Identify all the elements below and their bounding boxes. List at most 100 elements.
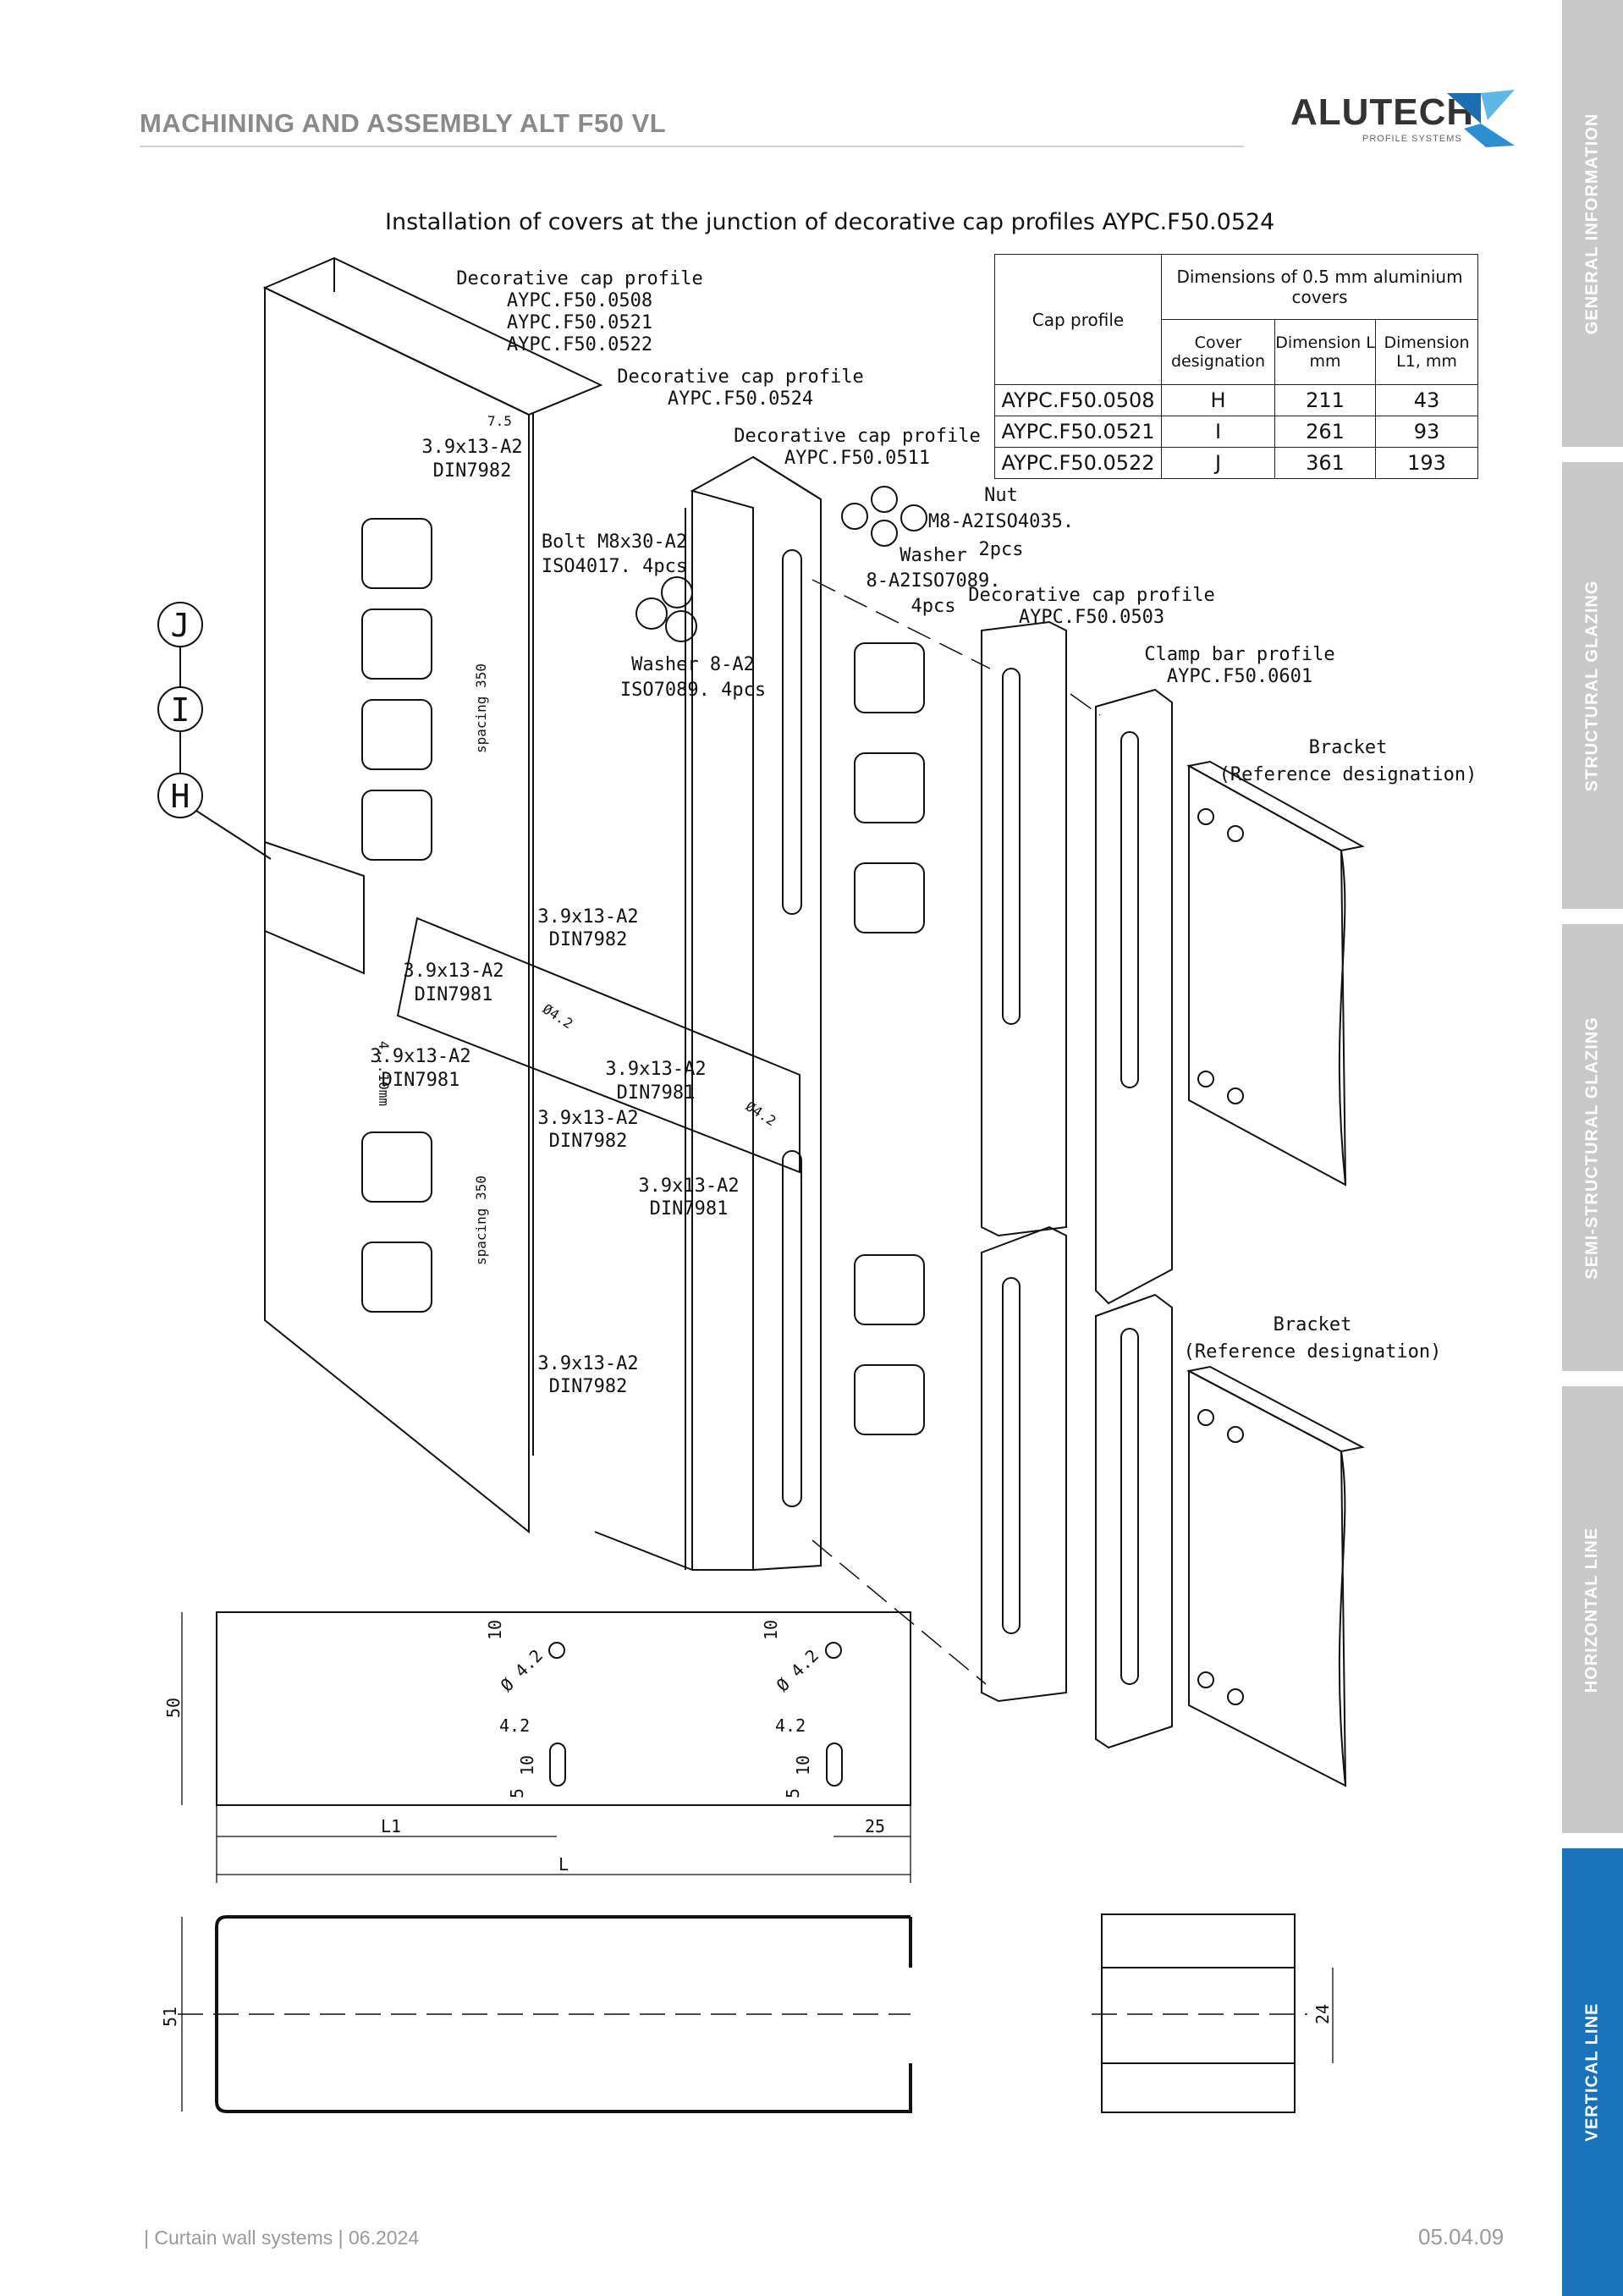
callout-label: DIN7981	[382, 1070, 460, 1091]
callout-label: 4pcs	[911, 596, 956, 617]
dim-L1: L1	[381, 1816, 401, 1836]
cover-flat-pattern	[216, 1611, 911, 1806]
dim-phi: Ø 4.2	[497, 1645, 547, 1696]
tab-structural-glazing[interactable]: STRUCTURAL GLAZING	[1562, 462, 1623, 909]
callout-label: 3.9x13-A2	[638, 1176, 739, 1197]
dim-slot-10: 10	[517, 1755, 537, 1776]
cell-designation: I	[1161, 416, 1275, 448]
dimension-label: Ø4.2	[743, 1098, 779, 1129]
side-tabs: GENERAL INFORMATION STRUCTURAL GLAZING S…	[1562, 0, 1623, 2296]
th-cap-profile: Cap profile	[994, 254, 1162, 385]
dim-5: 5	[783, 1788, 803, 1798]
cell-L1: 193	[1375, 447, 1478, 479]
callout-label: Bracket	[1274, 1314, 1352, 1335]
callout-label: DIN7982	[433, 460, 512, 482]
header-divider	[140, 146, 1244, 147]
logo-mark-icon	[1447, 90, 1515, 147]
callout-label: DIN7981	[650, 1198, 729, 1220]
callout-label: (Reference designation)	[1184, 1341, 1442, 1363]
tab-semi-structural-glazing[interactable]: SEMI-STRUCTURAL GLAZING	[1562, 924, 1623, 1371]
callout-label: AYPC.F50.0524	[668, 388, 813, 410]
drawing-title: Installation of covers at the junction o…	[385, 209, 1275, 235]
callout-label: Nut	[984, 485, 1018, 506]
cover-plate	[264, 840, 365, 975]
dim-24: 24	[1312, 2004, 1333, 2024]
tab-general-information[interactable]: GENERAL INFORMATION	[1562, 0, 1623, 447]
cell-profile: AYPC.F50.0522	[994, 447, 1162, 479]
assembly-drawing: J I H Decorative cap profile AYPC.F50.05…	[157, 256, 1477, 2113]
callout-label: AYPC.F50.0508	[507, 290, 652, 311]
dim-slot-10: 10	[793, 1755, 813, 1776]
callout-label: Bolt M8x30-A2	[542, 531, 687, 553]
footer-page-number: 05.04.09	[1418, 2224, 1505, 2249]
callout-label: 3.9x13-A2	[605, 1059, 706, 1080]
dim-25: 25	[865, 1816, 885, 1836]
cell-L1: 93	[1375, 416, 1478, 448]
callout-label: DIN7982	[549, 1131, 628, 1152]
callout-label: 3.9x13-A2	[421, 437, 522, 458]
dim-4-2: 4.2	[499, 1715, 530, 1736]
spacing-label: spacing 350	[473, 663, 489, 753]
clamp-bar	[1095, 688, 1173, 1305]
callout-label: DIN7981	[617, 1082, 696, 1104]
dim-L: L	[558, 1854, 569, 1875]
dimension-label: Ø4.2	[540, 1000, 576, 1032]
callout-label: 8-A2ISO7089.	[867, 570, 1001, 592]
cover-cross-section	[215, 1915, 912, 2113]
callout-label: M8-A2ISO4035.	[928, 511, 1074, 532]
dim-4-2: 4.2	[775, 1715, 806, 1736]
callout-label: AYPC.F50.0521	[507, 312, 652, 333]
cell-profile: AYPC.F50.0508	[994, 384, 1162, 416]
page-header-title: MACHINING AND ASSEMBLY ALT F50 VL	[140, 108, 667, 138]
level-marker-J: J	[171, 607, 190, 644]
dim-10: 10	[485, 1620, 505, 1640]
logo-subtext: PROFILE SYSTEMS	[1362, 134, 1462, 144]
callout-label: ISO7089. 4pcs	[620, 680, 766, 701]
callout-label: AYPC.F50.0511	[784, 448, 930, 469]
mullion-top-face	[262, 256, 603, 416]
level-marker-I: I	[171, 691, 190, 729]
dim-51: 51	[160, 2007, 180, 2027]
cell-L: 361	[1274, 447, 1376, 479]
callout-label: (Reference designation)	[1219, 764, 1477, 785]
dim-10: 10	[761, 1620, 781, 1640]
cell-designation: H	[1161, 384, 1275, 416]
callout-label: 3.9x13-A2	[537, 1353, 638, 1374]
callout-label: AYPC.F50.0601	[1167, 666, 1312, 687]
callout-label: AYPC.F50.0522	[507, 334, 652, 355]
callout-label: Decorative cap profile	[968, 585, 1214, 606]
dim-phi: Ø 4.2	[773, 1645, 823, 1696]
callout-label: 3.9x13-A2	[370, 1046, 470, 1067]
callout-label: Clamp bar profile	[1144, 644, 1334, 665]
th-cover-designation: Cover designation	[1161, 319, 1275, 385]
logo-wordmark: ALUTECH	[1290, 91, 1475, 133]
cover-end-view	[1101, 1913, 1296, 2113]
cap-0503	[981, 620, 1067, 1237]
callout-label: Washer 8-A2	[631, 654, 755, 675]
callout-label: Bracket	[1309, 737, 1388, 758]
callout-label: 3.9x13-A2	[537, 1108, 638, 1129]
callout-label: Decorative cap profile	[617, 366, 863, 388]
level-marker-H: H	[171, 778, 190, 815]
callout-label: Washer	[900, 545, 966, 566]
callout-label: 3.9x13-A2	[403, 961, 503, 982]
callout-label: ISO4017. 4pcs	[542, 556, 687, 577]
th-dimension-L1: Dimension L1, mm	[1375, 319, 1478, 385]
dim-50: 50	[163, 1698, 184, 1718]
cell-designation: J	[1161, 447, 1275, 479]
tab-vertical-line[interactable]: VERTICAL LINE	[1562, 1848, 1623, 2296]
footer-catalog-info: | Curtain wall systems | 06.2024	[144, 2227, 420, 2249]
dimension-label: 7.5	[487, 413, 512, 429]
callout-label: DIN7982	[549, 929, 628, 950]
cover-dimensions-table: Cap profile Dimensions of 0.5 mm alumini…	[994, 254, 1478, 479]
tab-horizontal-line[interactable]: HORIZONTAL LINE	[1562, 1386, 1623, 1833]
callout-label: DIN7981	[415, 984, 493, 1005]
spacing-label: spacing 350	[473, 1176, 489, 1265]
callout-label: Decorative cap profile	[734, 426, 980, 447]
dim-5: 5	[507, 1788, 527, 1798]
alutech-logo: ALUTECH PROFILE SYSTEMS	[1290, 85, 1519, 152]
callout-label: DIN7982	[549, 1376, 628, 1397]
table-row: AYPC.F50.0522 J 361 193	[994, 447, 1478, 479]
callout-label: 2pcs	[979, 539, 1024, 560]
callout-label: Decorative cap profile	[456, 268, 702, 289]
